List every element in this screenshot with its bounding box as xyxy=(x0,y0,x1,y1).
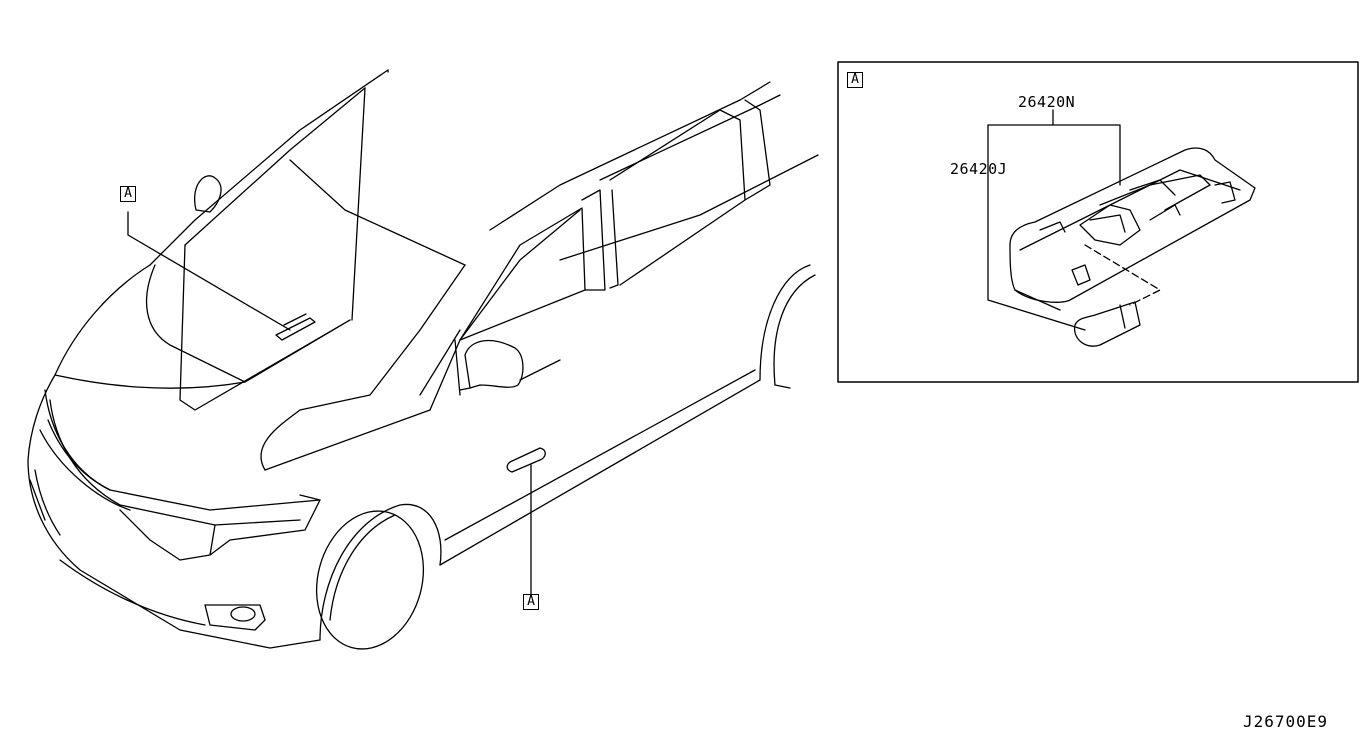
side-lamp xyxy=(506,447,546,473)
interior-lamp-callout: A xyxy=(120,186,136,202)
diagram-code: J26700E9 xyxy=(1243,712,1329,731)
part-number-26420J: 26420J xyxy=(950,160,1008,178)
interior-lamp-leader xyxy=(127,211,291,331)
part-number-26420N: 26420N xyxy=(1018,93,1076,111)
side-lamp-callout: A xyxy=(523,594,539,610)
vehicle-outline xyxy=(27,69,819,650)
part-26420N-leader xyxy=(987,109,1121,186)
part-26420J-leader xyxy=(987,124,1086,331)
lamp-housing-drawing xyxy=(1009,147,1256,347)
interior-lamp xyxy=(275,313,316,341)
detail-panel-callout: A xyxy=(847,72,863,88)
detail-panel-frame xyxy=(837,61,1359,383)
